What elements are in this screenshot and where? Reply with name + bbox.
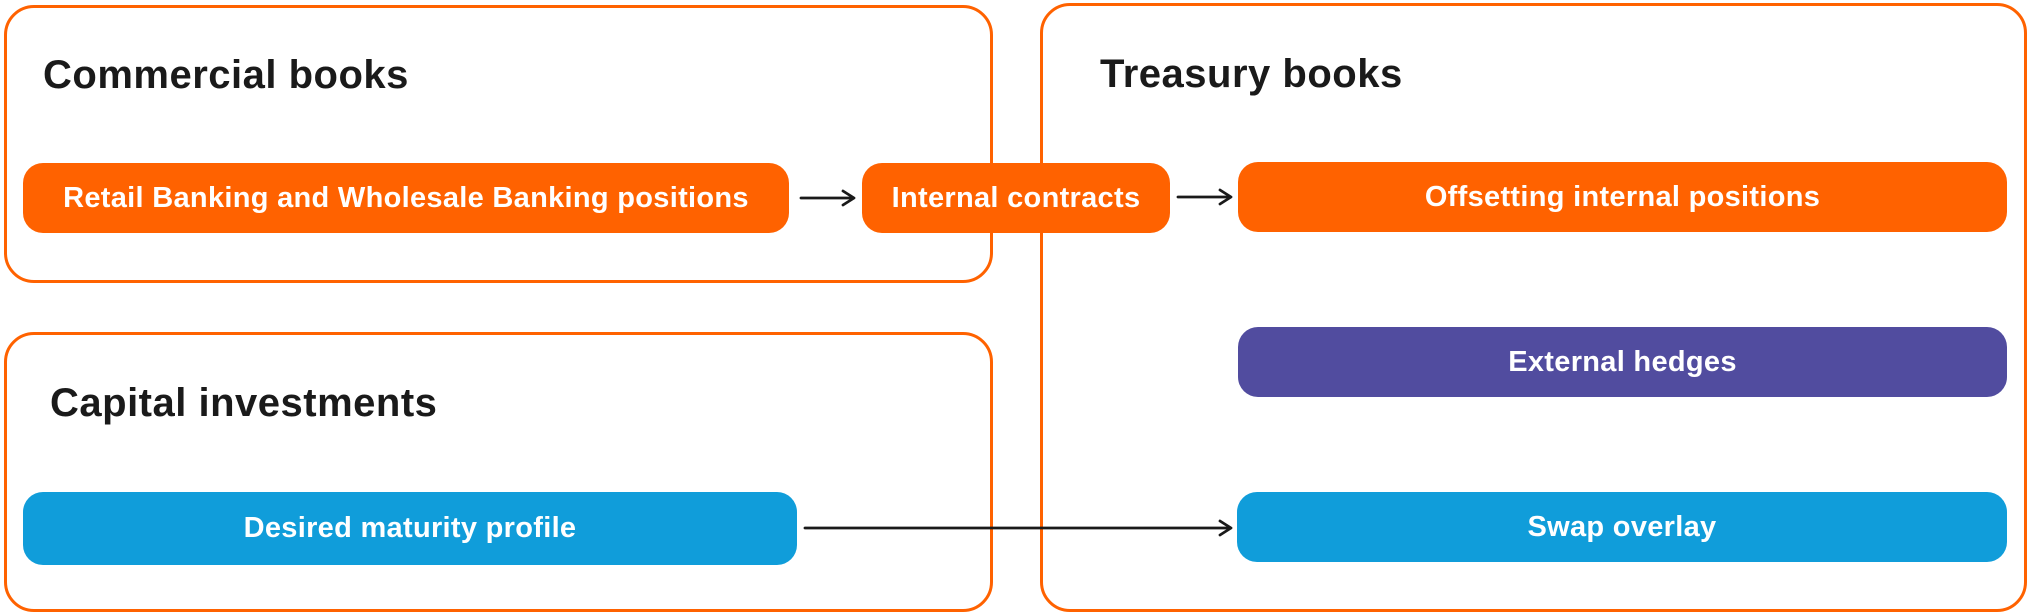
node-external-hedges: External hedges [1238, 327, 2007, 397]
commercial-books-container [4, 5, 993, 283]
treasury-books-title: Treasury books [1100, 52, 1403, 96]
capital-investments-title: Capital investments [50, 381, 438, 425]
commercial-books-title: Commercial books [43, 53, 409, 97]
node-retail-wholesale-positions: Retail Banking and Wholesale Banking pos… [23, 163, 789, 233]
arrow-retail-to-internal-contracts-icon [799, 187, 857, 209]
node-swap-overlay: Swap overlay [1237, 492, 2007, 562]
arrow-internal-contracts-to-offsetting-icon [1176, 186, 1234, 208]
node-internal-contracts: Internal contracts [862, 163, 1170, 233]
node-offsetting-internal-positions: Offsetting internal positions [1238, 162, 2007, 232]
node-desired-maturity-profile: Desired maturity profile [23, 492, 797, 565]
capital-investments-container [4, 332, 993, 612]
treasury-books-container [1040, 3, 2027, 612]
arrow-desired-maturity-to-swap-overlay-icon [803, 517, 1234, 539]
